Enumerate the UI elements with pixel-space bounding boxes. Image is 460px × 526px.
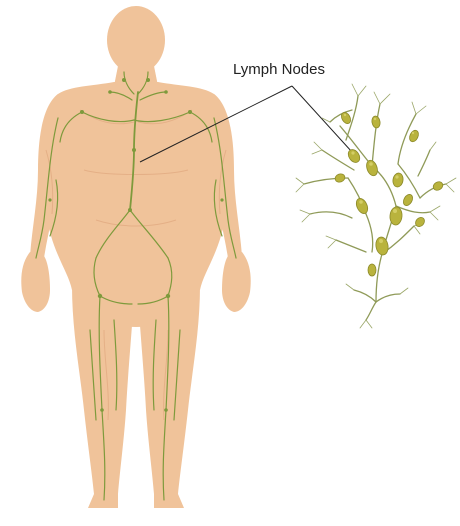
human-body	[21, 6, 250, 508]
node	[402, 193, 415, 207]
body-hand-right	[222, 252, 251, 312]
lymph-nodes-label: Lymph Nodes	[233, 61, 325, 79]
node	[432, 180, 445, 192]
node	[371, 115, 381, 128]
node	[375, 236, 390, 256]
node	[408, 129, 420, 143]
lymph-node-cluster	[296, 84, 456, 328]
node	[334, 173, 346, 184]
cluster-vessels	[304, 96, 446, 320]
node	[368, 264, 376, 276]
node	[365, 159, 380, 177]
body-hand-left	[21, 252, 50, 312]
node	[414, 216, 427, 229]
node	[340, 111, 353, 125]
node	[354, 197, 370, 216]
body-head	[107, 6, 165, 74]
node	[392, 172, 404, 188]
cluster-node-highlights	[344, 114, 414, 243]
cluster-nodes	[334, 111, 444, 276]
